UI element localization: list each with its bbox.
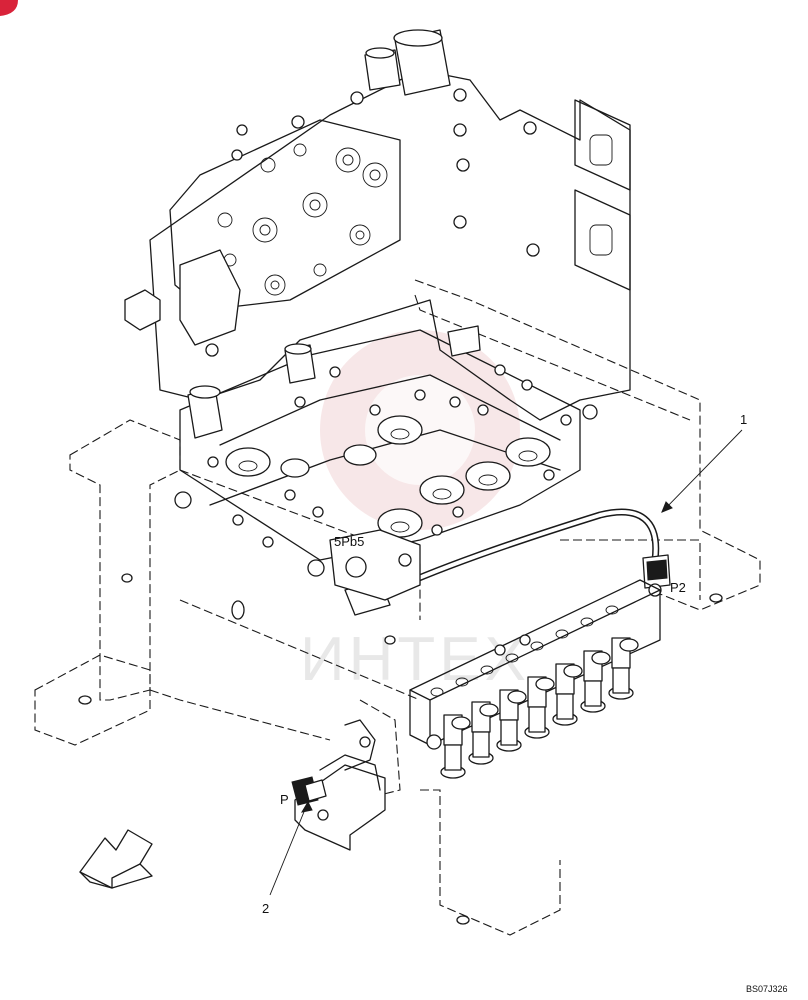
callout-2: 2 — [262, 901, 269, 916]
watermark-text: ИНТЕХ — [300, 625, 530, 694]
drawing-code: BS07J326 — [746, 984, 788, 994]
valve-port-label: 5Pb5 — [334, 534, 364, 549]
pilot-caps — [225, 415, 551, 538]
lower-valve-section — [174, 325, 598, 577]
solenoid-tops — [451, 638, 639, 730]
front-direction-arrow — [79, 829, 153, 889]
frame-structure — [34, 279, 761, 936]
port-label-p2: P2 — [670, 580, 686, 595]
valve-bolts — [205, 88, 540, 357]
leader-lines — [269, 429, 743, 896]
end-plate-ports — [217, 143, 388, 296]
valve-port-block — [329, 529, 421, 601]
solenoid-manifold — [409, 579, 661, 779]
manifold-ports — [430, 605, 619, 697]
callout-1: 1 — [740, 412, 747, 427]
lower-valve-block — [291, 719, 386, 851]
solenoid-valves — [440, 637, 634, 779]
port-label-p: P — [280, 792, 289, 807]
corner-marker — [0, 0, 18, 16]
